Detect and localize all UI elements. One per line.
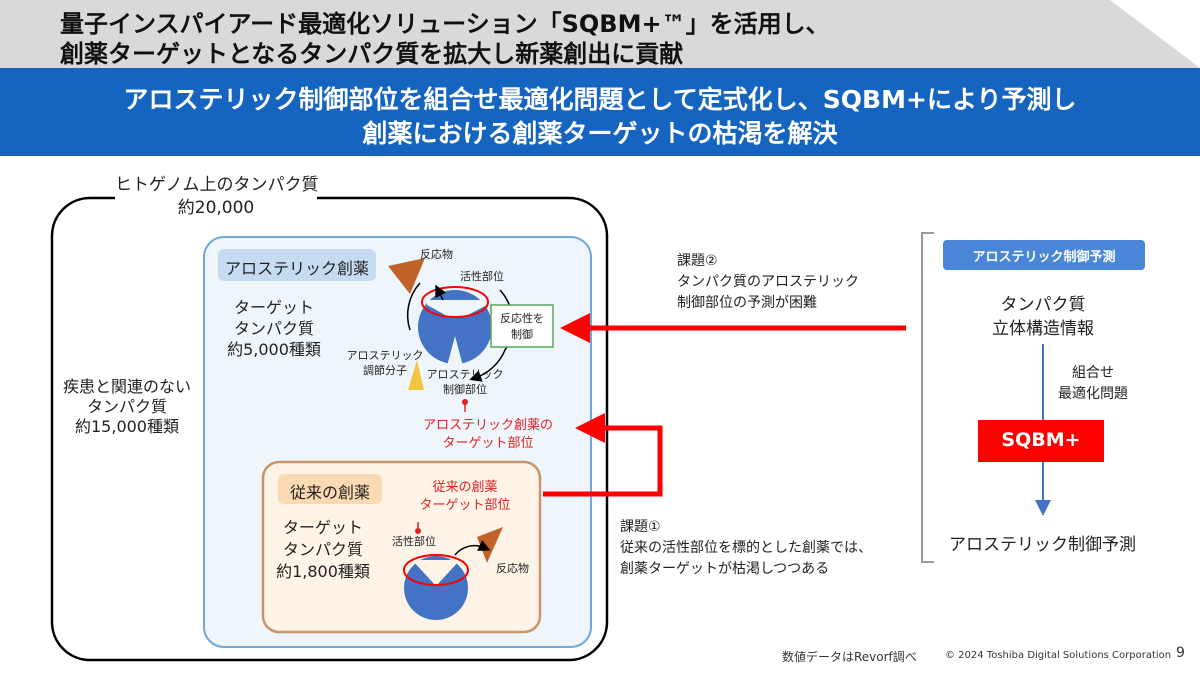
- sqbm-label: SQBM+: [1001, 429, 1081, 451]
- subtitle-line1: アロステリック制御部位を組合せ最適化問題として定式化し、SQBM+により予測し: [123, 85, 1077, 114]
- allosteric-target-line2: タンパク質: [233, 319, 314, 338]
- issue1-arrow: [543, 413, 663, 497]
- slide-title-line2: 創薬ターゲットとなるタンパク質を拡大し新薬創出に貢献: [60, 40, 684, 68]
- footer-note: 数値データはRevorf調べ: [782, 650, 917, 664]
- title-band-corner: [1110, 0, 1200, 68]
- conventional-protein-icon: [404, 556, 468, 620]
- subtitle-band: [0, 68, 1200, 156]
- prediction-output: アロステリック制御予測: [949, 535, 1136, 555]
- allosteric-badge: アロステリック創薬: [224, 259, 369, 278]
- conventional-target-line1: ターゲット: [282, 518, 363, 537]
- unrelated-line2: タンパク質: [86, 397, 167, 416]
- prediction-input-line2: 立体構造情報: [992, 319, 1094, 339]
- unrelated-line3: 約15,000種類: [75, 417, 179, 436]
- slide-title-line1: 量子インスパイアード最適化ソリューション「SQBM+™」を活用し、: [60, 10, 830, 38]
- issue1-line2: 従来の活性部位を標的とした創薬では、: [620, 540, 872, 556]
- active-site-ring: [421, 286, 489, 318]
- conventional-site-line2: ターゲット部位: [419, 498, 511, 513]
- footer-copyright: © 2024 Toshiba Digital Solutions Corpora…: [945, 650, 1172, 661]
- issue2-line1: 課題②: [677, 253, 718, 269]
- control-site-line1: アロステリック: [426, 368, 504, 381]
- issue1-line3: 創薬ターゲットが枯渇しつつある: [620, 561, 830, 577]
- prediction-badge-bg: [943, 240, 1145, 270]
- subtitle-line2: 創薬における創薬ターゲットの枯渇を解決: [362, 119, 838, 148]
- allosteric-target-line3: 約5,000種類: [227, 340, 321, 359]
- genome-label-line1: ヒトゲノム上のタンパク質: [115, 175, 319, 195]
- conventional-active-site-label: 活性部位: [392, 535, 436, 548]
- reactivity-line2: 制御: [511, 328, 533, 341]
- reactivity-control-box: [490, 304, 554, 348]
- page-number: 9: [1176, 645, 1185, 661]
- prediction-bracket: [921, 232, 934, 563]
- unrelated-line1: 疾患と関連のない: [62, 377, 191, 396]
- conventional-protein-illustration: [403, 522, 503, 620]
- prediction-badge: アロステリック制御予測: [972, 250, 1116, 265]
- modulator-line2: 調節分子: [363, 364, 407, 377]
- conventional-active-site-ring: [403, 554, 469, 586]
- conventional-box: [261, 460, 542, 634]
- active-site-label: 活性部位: [460, 270, 504, 283]
- prediction-problem-line2: 最適化問題: [1058, 386, 1128, 402]
- control-site-line2: 制御部位: [443, 383, 487, 396]
- prediction-input-line1: タンパク質: [1000, 295, 1086, 315]
- issue2-line3: 制御部位の予測が困難: [677, 295, 817, 311]
- allosteric-target-site-line1: アロステリック創薬の: [422, 418, 553, 433]
- modulator-cone-icon: [408, 360, 424, 390]
- issue1-line1: 課題①: [620, 519, 661, 535]
- reactant-wedge-icon: [388, 258, 425, 294]
- title-band: [0, 0, 1200, 68]
- sqbm-box: [978, 420, 1104, 462]
- conventional-badge: 従来の創薬: [289, 483, 370, 502]
- conventional-reactant-label: 反応物: [496, 562, 529, 575]
- allosteric-target-site-line2: ターゲット部位: [442, 436, 534, 451]
- rotation-arrow-left: [406, 282, 421, 331]
- prediction-problem-line1: 組合せ: [1072, 365, 1114, 381]
- genome-label-line2: 約20,000: [177, 198, 255, 218]
- allosteric-badge-bg: [218, 249, 376, 281]
- conventional-target-line2: タンパク質: [282, 540, 363, 559]
- conventional-badge-bg: [278, 474, 382, 504]
- conventional-rotation-arrow: [454, 540, 491, 556]
- allosteric-target-line1: ターゲット: [233, 298, 314, 317]
- modulator-line1: アロステリック: [346, 349, 424, 362]
- issue2-line2: タンパク質のアロステリック: [677, 274, 859, 290]
- allosteric-protein-illustration: [388, 258, 514, 412]
- reactant-label: 反応物: [420, 248, 453, 261]
- conventional-site-line1: 従来の創薬: [432, 480, 498, 495]
- conventional-target-line3: 約1,800種類: [276, 562, 370, 581]
- reactivity-line1: 反応性を: [500, 312, 544, 325]
